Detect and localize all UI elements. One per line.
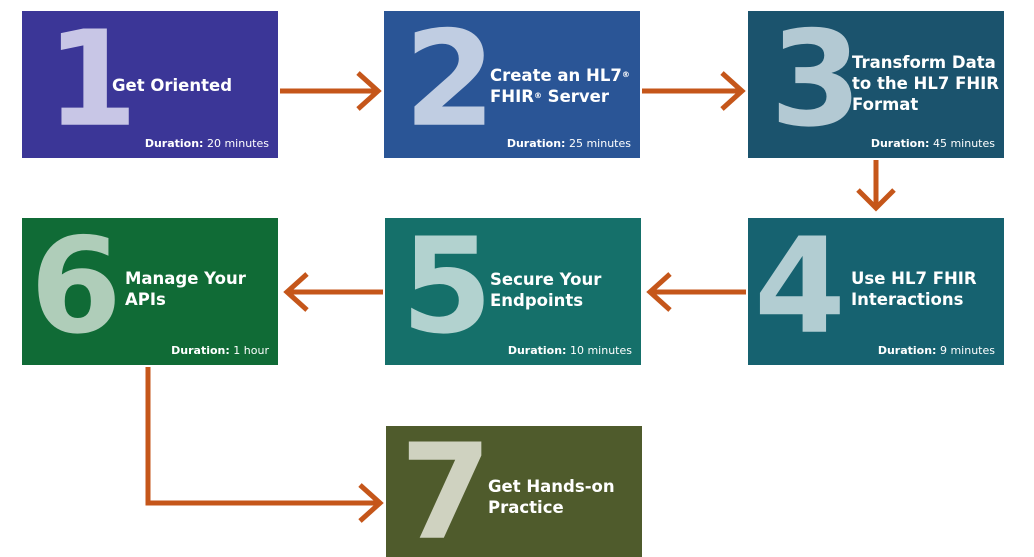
step-3-box: 3 Transform Data to the HL7 FHIR Format … xyxy=(748,11,1004,158)
step-6-numeral: 6 xyxy=(30,218,122,364)
arrow-4-to-5 xyxy=(646,272,746,312)
step-3-duration: Duration: 45 minutes xyxy=(870,137,995,150)
step-4-numeral: 4 xyxy=(754,218,846,364)
step-4-title: Use HL7 FHIR Interactions xyxy=(851,269,977,309)
step-1-numeral: 1 xyxy=(46,11,138,157)
arrow-3-to-4 xyxy=(856,160,896,212)
step-6-duration: Duration: 1 hour xyxy=(171,344,269,357)
step-3-numeral: 3 xyxy=(770,11,862,157)
step-7-numeral: 7 xyxy=(400,426,492,557)
step-5-numeral: 5 xyxy=(401,218,493,364)
step-1-duration: Duration: 20 minutes xyxy=(144,137,269,150)
step-2-duration: Duration: 25 minutes xyxy=(506,137,631,150)
step-2-box: 2 Create an HL7® FHIR® Server Duration: … xyxy=(384,11,640,158)
step-1-title: Get Oriented xyxy=(112,76,233,95)
step-2-title: Create an HL7® FHIR® Server xyxy=(490,66,630,106)
step-5-box: 5 Secure Your Endpoints Duration: 10 min… xyxy=(385,218,641,365)
step-3-title: Transform Data to the HL7 FHIR Format xyxy=(852,53,1000,114)
arrow-2-to-3 xyxy=(642,71,746,111)
step-7-box: 7 Get Hands-on Practice xyxy=(386,426,642,557)
step-6-box: 6 Manage Your APIs Duration: 1 hour xyxy=(22,218,278,365)
step-5-duration: Duration: 10 minutes xyxy=(507,344,632,357)
step-5-title: Secure Your Endpoints xyxy=(490,270,602,310)
step-1-box: 1 Get Oriented Duration: 20 minutes xyxy=(22,11,278,158)
arrow-5-to-6 xyxy=(283,272,383,312)
step-4-duration: Duration: 9 minutes xyxy=(877,344,995,357)
step-7-title: Get Hands-on Practice xyxy=(488,477,615,517)
step-4-box: 4 Use HL7 FHIR Interactions Duration: 9 … xyxy=(748,218,1004,365)
step-6-title: Manage Your APIs xyxy=(125,269,246,309)
step-2-numeral: 2 xyxy=(404,11,496,157)
arrow-6-to-7 xyxy=(145,367,384,523)
arrow-1-to-2 xyxy=(280,71,382,111)
